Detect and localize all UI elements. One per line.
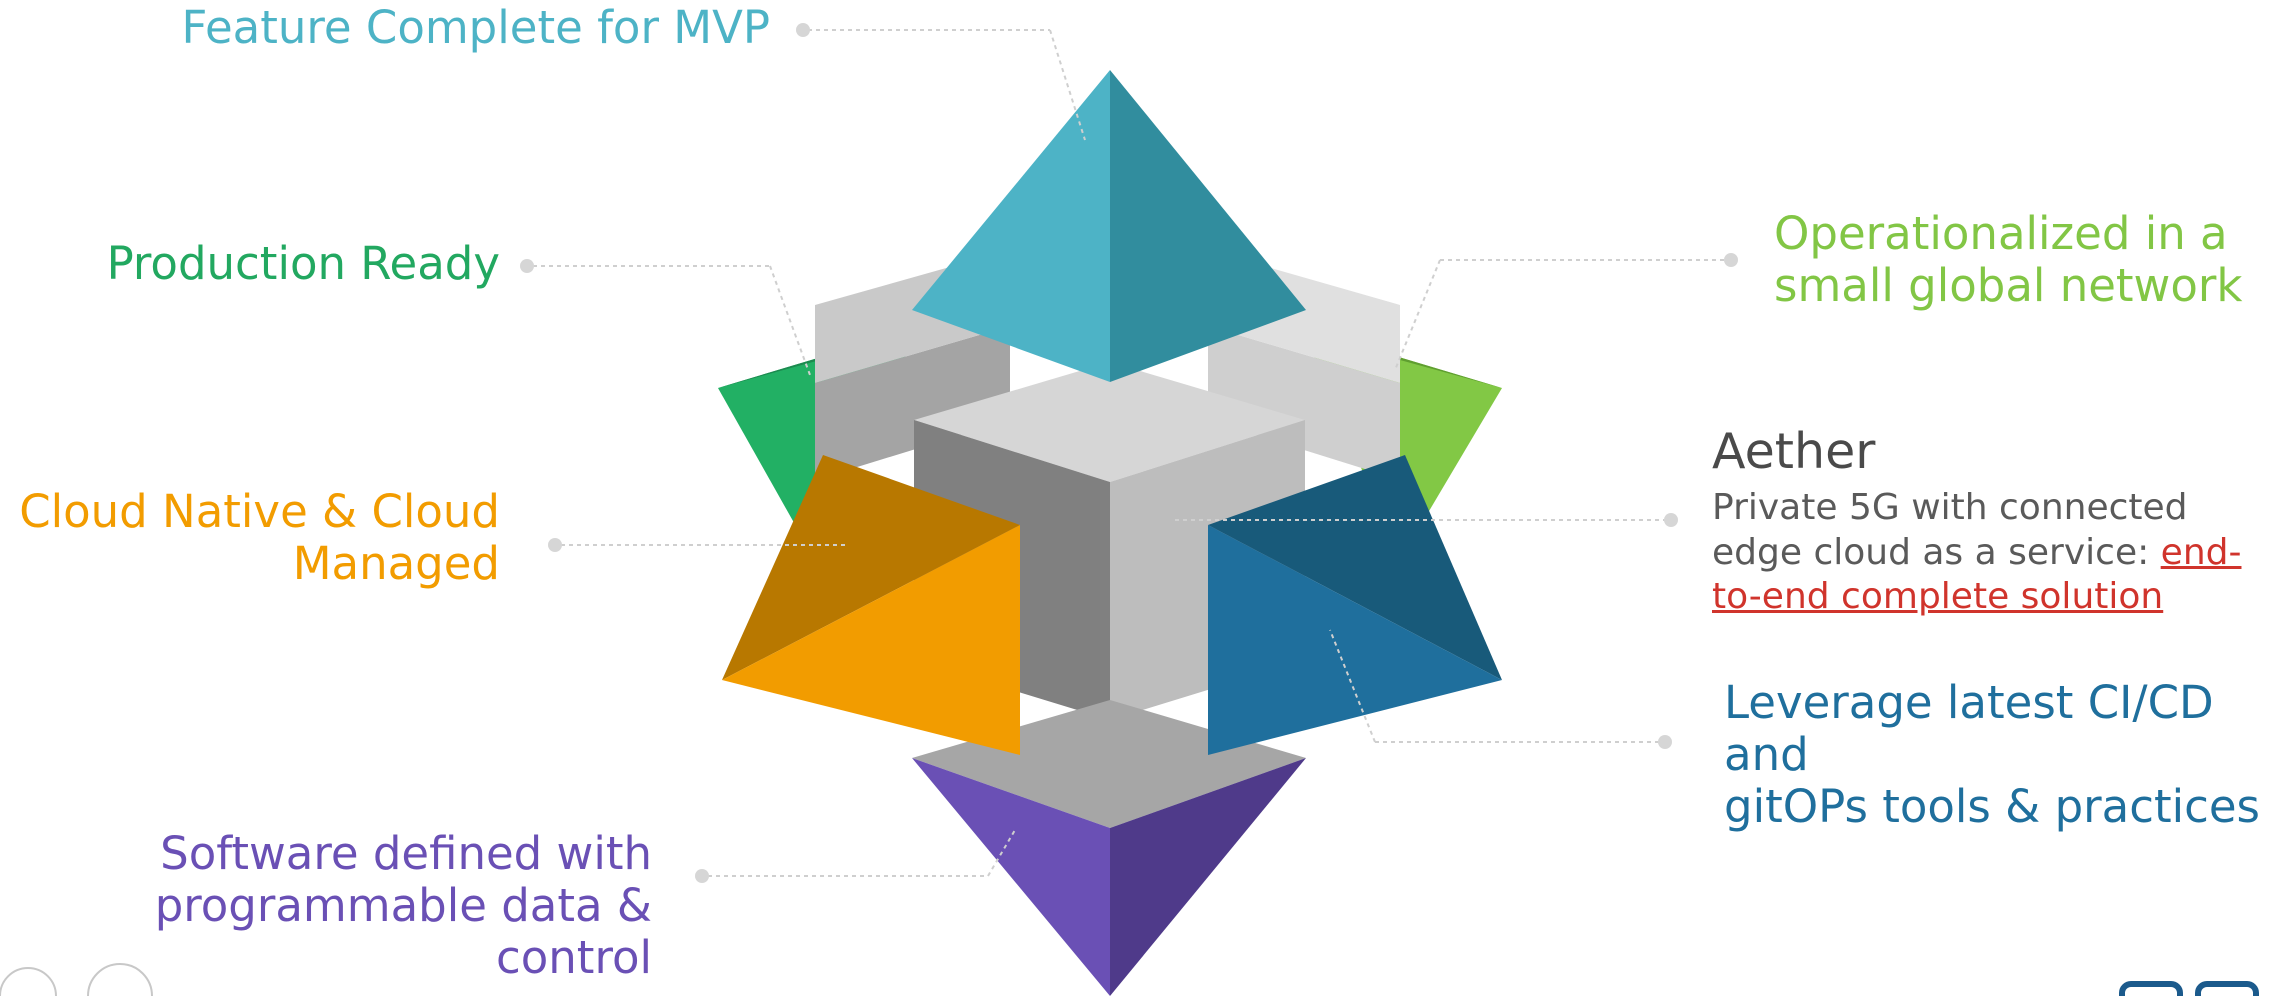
connector-sdn-diag (987, 829, 1016, 877)
label-mvp: Feature Complete for MVP (180, 1, 770, 54)
connector-dot-mvp (796, 23, 810, 37)
connector-ops-diag (1394, 259, 1441, 371)
nav-next-icon[interactable] (87, 963, 153, 996)
label-cloud-line2: Managed (292, 537, 500, 591)
aether-description: Private 5G with connected edge cloud as … (1712, 486, 2272, 619)
aether-desc-line1: Private 5G with connected (1712, 487, 2188, 529)
label-cloud-line1: Cloud Native & Cloud (19, 485, 500, 538)
label-ops-line1: Operationalized in a (1774, 207, 2228, 260)
label-cicd-line2: gitOPs tools & practices (1724, 780, 2260, 834)
connector-prod-diag (769, 265, 811, 376)
connector-dot-prod (520, 259, 534, 273)
connector-dot-ops (1724, 253, 1738, 267)
top-pyramid (912, 70, 1306, 382)
label-ops-line2: small global network (1774, 259, 2243, 313)
aether-desc-line2: edge cloud as a service: (1712, 531, 2161, 573)
label-cloud-native: Cloud Native & Cloud Managed (0, 485, 500, 591)
label-operationalized: Operationalized in a small global networ… (1774, 207, 2274, 313)
connector-dot-cloud (548, 538, 562, 552)
label-sdn-line1: Software defined with (160, 827, 652, 880)
nav-prev-icon[interactable] (0, 967, 57, 996)
connector-mvp-diag (1049, 29, 1086, 141)
aether-link[interactable]: end-to-end complete solution (1712, 531, 2242, 617)
label-sdn-line2: programmable data & control (154, 879, 652, 985)
label-software-defined: Software defined with programmable data … (0, 827, 652, 985)
connector-dot-sdn (695, 869, 709, 883)
connector-dot-cicd (1658, 735, 1672, 749)
blue-spike (1208, 455, 1502, 755)
label-production: Production Ready (60, 237, 500, 290)
logo-icon (2119, 981, 2259, 996)
connector-dot-aether (1664, 513, 1678, 527)
label-cicd-line1: Leverage latest CI/CD and (1724, 676, 2214, 782)
connector-lines (520, 23, 1738, 883)
label-production-text: Production Ready (106, 237, 500, 290)
aether-block: Aether Private 5G with connected edge cl… (1712, 423, 2272, 619)
orange-spike (722, 455, 1020, 755)
label-cicd: Leverage latest CI/CD and gitOPs tools &… (1724, 676, 2280, 834)
label-mvp-text: Feature Complete for MVP (181, 1, 770, 54)
aether-title: Aether (1712, 423, 1876, 480)
